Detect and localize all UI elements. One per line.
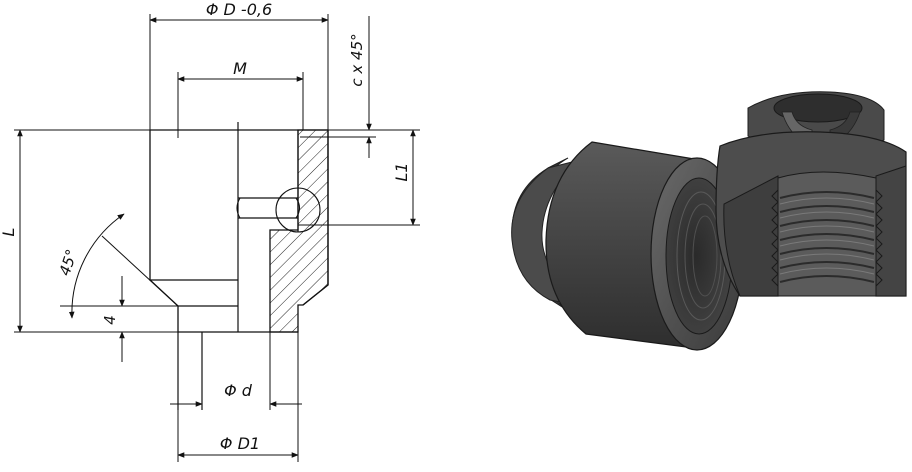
- label-M: M: [233, 59, 247, 78]
- label-L1: L1: [392, 162, 411, 181]
- 3d-model-render: [511, 91, 907, 351]
- angle-leg: [101, 235, 179, 307]
- thread-grooves: [779, 191, 875, 283]
- hatched-section: [269, 129, 329, 333]
- label-chamfer: c x 45°: [348, 33, 366, 86]
- label-L: L: [0, 228, 18, 237]
- coupling-cutaway-view: [715, 91, 907, 297]
- label-D: Φ D -0,6: [206, 0, 272, 19]
- label-D1: Φ D1: [220, 434, 260, 453]
- angle-arc: [68, 213, 125, 319]
- label-4: 4: [101, 315, 119, 325]
- detail-circle: [275, 187, 321, 233]
- label-angle: 45°: [56, 247, 81, 278]
- label-d: Φ d: [224, 381, 253, 400]
- section-view: Φ D -0,6 M c x 45° L1 L 45° 4: [0, 0, 420, 462]
- thread-relief: [236, 197, 301, 219]
- coupling-full-view: [511, 141, 744, 351]
